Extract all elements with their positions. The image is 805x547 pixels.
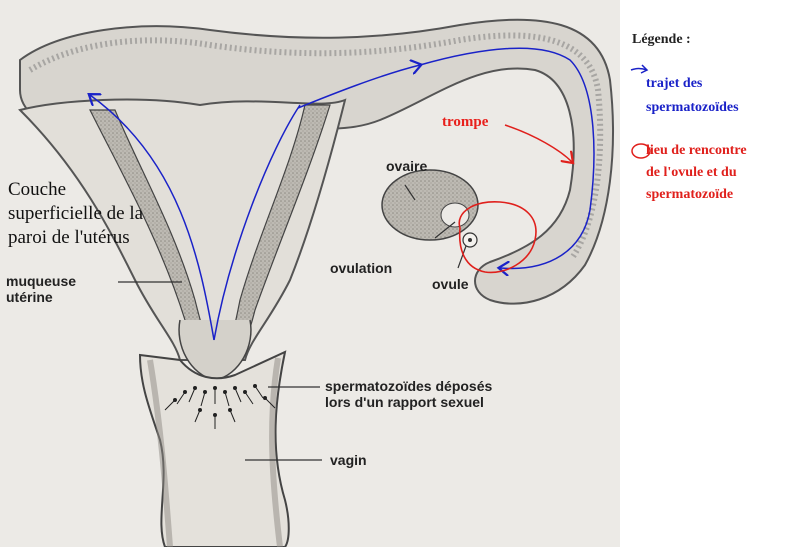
vagina — [140, 352, 289, 547]
couche-line-2: superficielle de la — [8, 202, 188, 226]
anatomy-drawing — [0, 0, 620, 547]
legend-blue-line-2: spermatozoïdes — [646, 96, 739, 120]
trompe-label: trompe — [442, 114, 488, 131]
couche-line-3: paroi de l'utérus — [8, 226, 188, 250]
spermatozoides-line-1: spermatozoïdes déposés — [325, 378, 492, 394]
ovule-label: ovule — [432, 276, 469, 292]
couche-label: Couche superficielle de la paroi de l'ut… — [8, 178, 188, 250]
spermatozoides-line-2: lors d'un rapport sexuel — [325, 394, 492, 410]
trompe-arrow — [505, 125, 572, 162]
muqueuse-line-1: muqueuse — [6, 273, 76, 289]
legend-blue-text: trajet des spermatozoïdes — [646, 72, 739, 120]
ovum — [463, 233, 477, 247]
legend-red-text: lieu de rencontre de l'ovule et du sperm… — [646, 140, 747, 206]
muqueuse-line-2: utérine — [6, 289, 76, 305]
legend-red-line-1: lieu de rencontre — [646, 140, 747, 162]
ovaire-label: ovaire — [386, 158, 427, 174]
couche-line-1: Couche — [8, 178, 188, 202]
legend-blue-line-1: trajet des — [646, 72, 739, 96]
legend-red-line-3: spermatozoïde — [646, 184, 747, 206]
legend-red-line-2: de l'ovule et du — [646, 162, 747, 184]
ovary — [382, 170, 478, 240]
legend-title: Légende : — [632, 32, 691, 48]
uterus-diagram: Couche superficielle de la paroi de l'ut… — [0, 0, 620, 547]
ovulation-label: ovulation — [330, 260, 392, 276]
spermatozoides-label: spermatozoïdes déposés lors d'un rapport… — [325, 378, 492, 410]
legend: Légende : trajet des spermatozoïdes lieu… — [628, 0, 805, 547]
muqueuse-label: muqueuse utérine — [6, 273, 76, 305]
vagin-label: vagin — [330, 452, 367, 468]
